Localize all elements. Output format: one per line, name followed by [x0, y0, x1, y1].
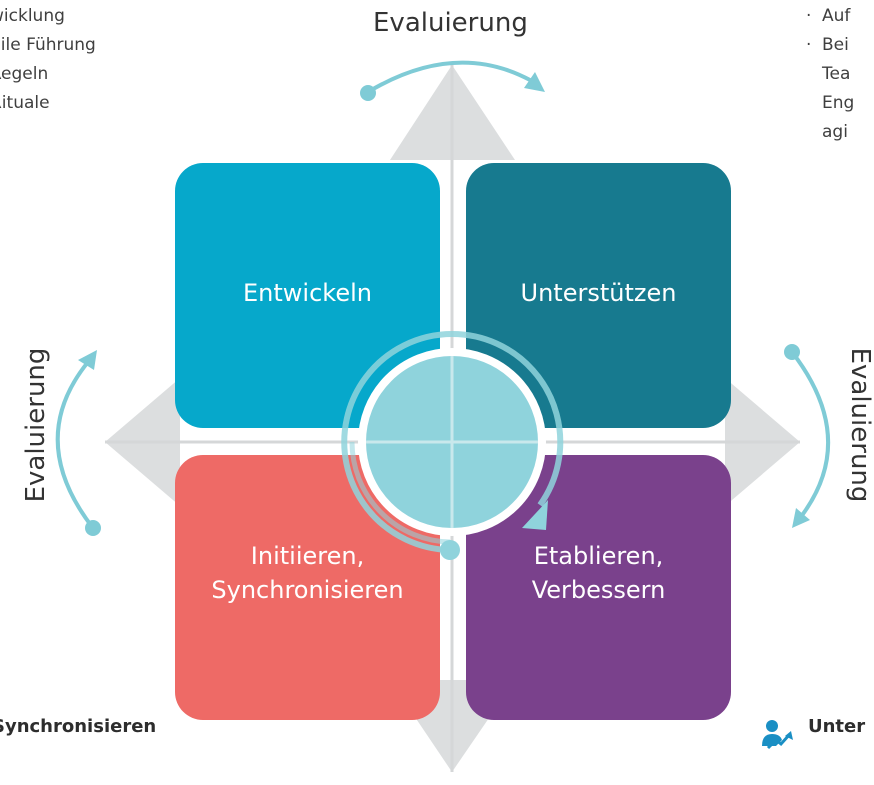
quadrant-entwickeln-label: Entwickeln — [243, 278, 372, 307]
eval-left-arrow — [55, 360, 95, 530]
top-right-list-item: Tea — [806, 60, 854, 89]
cross-arrow-right — [725, 378, 800, 506]
top-right-list-text: agi — [822, 122, 848, 142]
cross-arrow-left — [105, 378, 180, 506]
eval-right-dot — [784, 344, 800, 360]
evaluation-label-right: Evaluierung — [845, 347, 874, 503]
top-left-list-item: Regeln — [0, 64, 49, 84]
top-right-list-item: agi — [806, 118, 854, 147]
quadrant-initiieren-line1: Initiieren, — [250, 541, 365, 570]
bottom-left-heading: Synchronisieren — [0, 716, 157, 737]
quadrant-initiieren: Initiieren, Synchronisieren — [175, 455, 440, 720]
top-right-list-text: Tea — [822, 64, 851, 84]
top-right-list-text: Eng — [822, 93, 855, 113]
evaluation-label-top: Evaluierung — [373, 8, 528, 38]
top-left-list-item: wicklung — [0, 6, 65, 26]
quadrant-etablieren-line2: Verbessern — [531, 575, 666, 604]
team-growth-icon — [762, 720, 793, 750]
cycle-start-dot — [440, 540, 460, 560]
top-right-list-item: · Bei — [806, 31, 854, 60]
eval-top-arrowhead — [524, 72, 545, 92]
quadrant-etablieren: Etablieren, Verbessern — [466, 455, 731, 720]
quadrant-unterstuetzen-label: Unterstützen — [520, 278, 677, 307]
bottom-right-heading: Unter — [808, 716, 866, 737]
top-right-list-text: Bei — [822, 35, 849, 55]
top-right-list: · Auf · Bei Tea Eng agi — [806, 2, 854, 147]
eval-top-dot — [360, 85, 376, 101]
top-left-list-item: gile Führung — [0, 35, 96, 55]
eval-left-dot — [85, 520, 101, 536]
quadrant-etablieren-line1: Etablieren, — [533, 541, 664, 570]
quadrant-unterstuetzen: Unterstützen — [466, 163, 731, 428]
quadrant-initiieren-line2: Synchronisieren — [211, 575, 404, 604]
top-right-list-text: Auf — [822, 6, 851, 26]
cross-arrow-top — [390, 65, 515, 160]
evaluation-label-left: Evaluierung — [21, 347, 51, 503]
top-left-list-item: e — [0, 118, 96, 147]
eval-right-arrowhead — [792, 508, 810, 528]
top-left-list: wicklung gile Führung Regeln Rituale e — [0, 2, 96, 147]
top-left-list-item: Rituale — [0, 93, 50, 113]
top-right-list-item: Eng — [806, 89, 854, 118]
eval-left-arrowhead — [78, 350, 97, 370]
bullet: · — [806, 35, 812, 55]
eval-top-arrow — [366, 60, 531, 94]
bullet: · — [806, 6, 812, 26]
quadrant-entwickeln: Entwickeln — [175, 163, 440, 428]
top-right-list-item: · Auf — [806, 2, 854, 31]
eval-right-arrow — [790, 350, 830, 520]
